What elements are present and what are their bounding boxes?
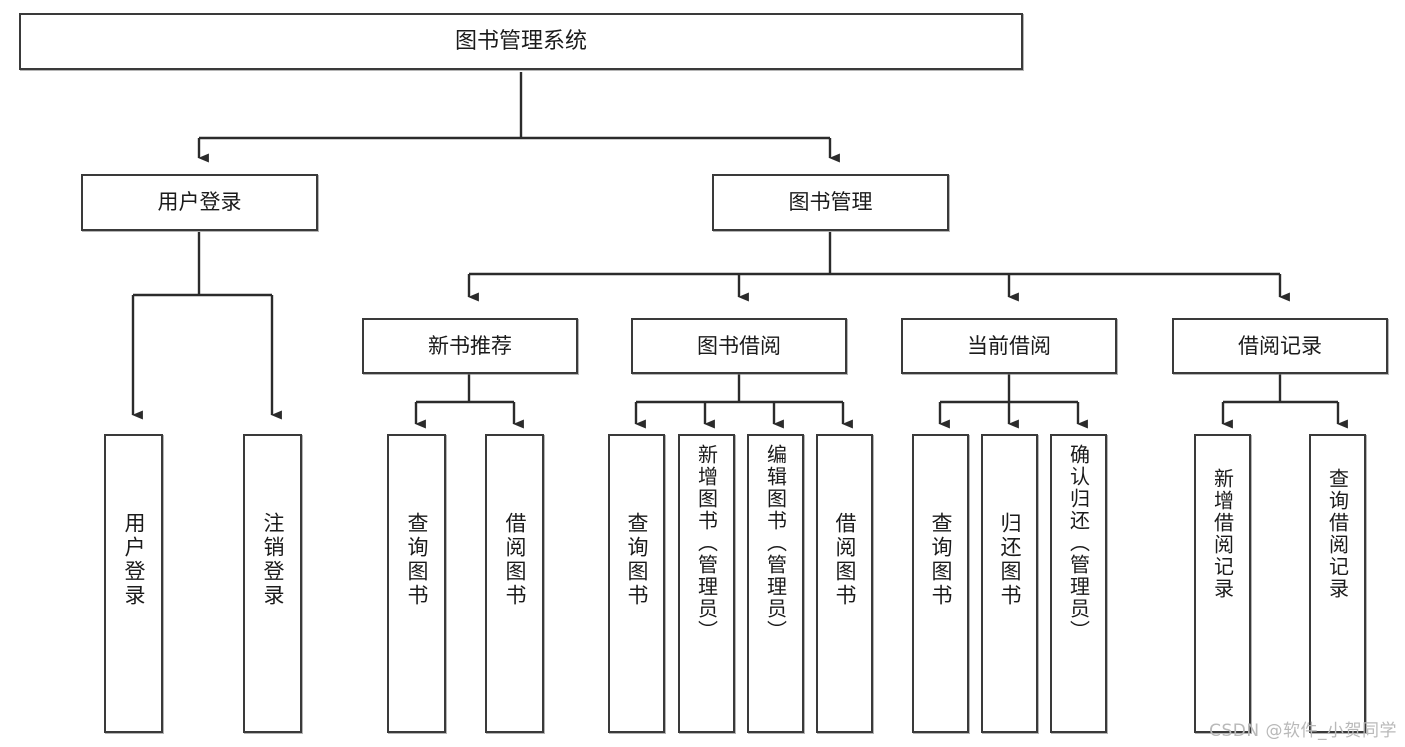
leaf-query-book-2[interactable]: 查询图书 xyxy=(608,434,665,733)
node-borrow-record-label: 借阅记录 xyxy=(1238,333,1322,358)
leaf-add-record[interactable]: 新增借阅记录 xyxy=(1194,434,1251,733)
leaf-logout-login-label: 注销登录 xyxy=(261,512,285,608)
leaf-confirm-return-label: 确认归还（管理员） xyxy=(1066,444,1091,642)
leaf-edit-book[interactable]: 编辑图书（管理员） xyxy=(747,434,804,733)
leaf-query-book-1-label: 查询图书 xyxy=(405,512,429,608)
leaf-add-book-label: 新增图书（管理员） xyxy=(694,444,719,642)
leaf-query-book-1[interactable]: 查询图书 xyxy=(387,434,446,733)
node-current-borrow[interactable]: 当前借阅 xyxy=(901,318,1117,374)
leaf-edit-book-label: 编辑图书（管理员） xyxy=(763,444,788,642)
node-user-login-label: 用户登录 xyxy=(157,190,242,215)
node-borrow-record[interactable]: 借阅记录 xyxy=(1172,318,1388,374)
node-book-manage-label: 图书管理 xyxy=(788,190,873,215)
node-user-login[interactable]: 用户登录 xyxy=(81,174,318,231)
leaf-query-book-3[interactable]: 查询图书 xyxy=(912,434,969,733)
leaf-add-record-label: 新增借阅记录 xyxy=(1210,468,1235,600)
node-book-borrow-label: 图书借阅 xyxy=(697,333,781,358)
node-new-book-recommend[interactable]: 新书推荐 xyxy=(362,318,578,374)
leaf-query-book-3-label: 查询图书 xyxy=(929,512,953,608)
node-new-book-recommend-label: 新书推荐 xyxy=(428,333,512,358)
leaf-borrow-book-1-label: 借阅图书 xyxy=(503,512,527,608)
leaf-query-record-label: 查询借阅记录 xyxy=(1325,468,1350,600)
node-root[interactable]: 图书管理系统 xyxy=(19,13,1023,70)
leaf-logout-login[interactable]: 注销登录 xyxy=(243,434,302,733)
node-root-label: 图书管理系统 xyxy=(454,28,587,54)
leaf-user-login-label: 用户登录 xyxy=(122,512,146,608)
node-book-manage[interactable]: 图书管理 xyxy=(712,174,949,231)
watermark: CSDN @软件_小贺同学 xyxy=(1209,721,1397,741)
leaf-borrow-book-2-label: 借阅图书 xyxy=(833,512,857,608)
leaf-confirm-return[interactable]: 确认归还（管理员） xyxy=(1050,434,1107,733)
leaf-return-book-label: 归还图书 xyxy=(998,512,1022,608)
leaf-user-login[interactable]: 用户登录 xyxy=(104,434,163,733)
node-current-borrow-label: 当前借阅 xyxy=(967,333,1051,358)
leaf-query-record[interactable]: 查询借阅记录 xyxy=(1309,434,1366,733)
leaf-add-book[interactable]: 新增图书（管理员） xyxy=(678,434,735,733)
leaf-borrow-book-1[interactable]: 借阅图书 xyxy=(485,434,544,733)
leaf-borrow-book-2[interactable]: 借阅图书 xyxy=(816,434,873,733)
node-book-borrow[interactable]: 图书借阅 xyxy=(631,318,847,374)
leaf-return-book[interactable]: 归还图书 xyxy=(981,434,1038,733)
leaf-query-book-2-label: 查询图书 xyxy=(625,512,649,608)
